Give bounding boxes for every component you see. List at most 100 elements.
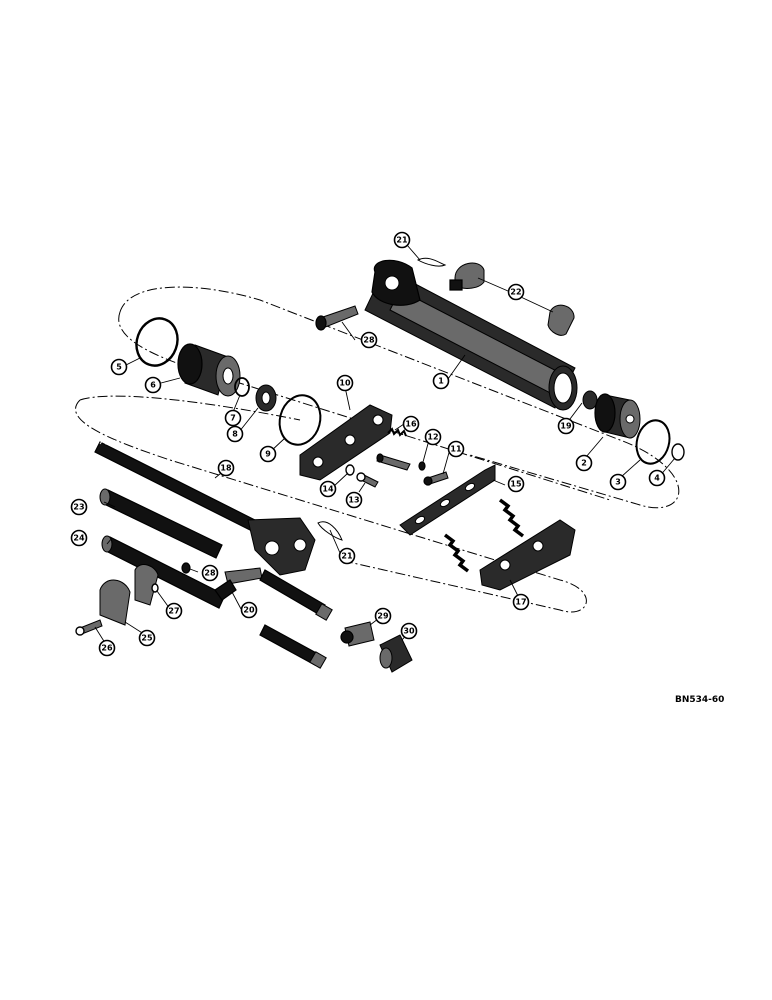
callout-11: 11 <box>447 440 465 458</box>
callout-29: 29 <box>374 607 392 625</box>
svg-text:30: 30 <box>403 627 415 636</box>
callout-28-lower: 28 <box>201 564 219 582</box>
callout-25: 25 <box>138 629 156 647</box>
cotter-pin-top <box>416 257 447 267</box>
washer <box>345 464 355 476</box>
svg-text:7: 7 <box>230 414 236 423</box>
callout-21-top: 21 <box>393 231 411 249</box>
lock-washer-small <box>418 461 426 471</box>
callout-24: 24 <box>70 529 88 547</box>
callout-23: 23 <box>70 498 88 516</box>
callout-8: 8 <box>226 425 244 443</box>
svg-text:17: 17 <box>515 598 526 607</box>
svg-text:5: 5 <box>116 363 122 372</box>
o-ring-large <box>278 394 322 446</box>
callout-5: 5 <box>110 358 128 376</box>
callout-3: 3 <box>609 473 627 491</box>
svg-text:25: 25 <box>141 634 153 643</box>
hose-upper <box>259 569 333 621</box>
o-ring-piston <box>135 317 179 367</box>
callout-10: 10 <box>336 374 354 392</box>
callout-1: 1 <box>432 372 450 390</box>
piston <box>177 343 241 397</box>
elbow-fitting-upper <box>449 262 485 291</box>
callout-4: 4 <box>648 469 666 487</box>
o-ring-gland <box>635 419 671 465</box>
callout-7: 7 <box>224 409 242 427</box>
valve-gasket <box>399 464 496 536</box>
svg-text:10: 10 <box>339 379 351 388</box>
svg-text:2: 2 <box>581 459 587 468</box>
hose-lower <box>259 624 327 669</box>
valve-spring <box>387 427 407 437</box>
valve-cover <box>299 404 393 481</box>
svg-text:18: 18 <box>220 464 232 473</box>
elbow-fitting-lower <box>547 304 575 336</box>
callout-28-top: 28 <box>360 331 378 349</box>
svg-text:13: 13 <box>348 496 359 505</box>
callout-12: 12 <box>424 428 442 446</box>
svg-text:1: 1 <box>438 377 444 386</box>
rod-wiper <box>671 443 685 461</box>
svg-text:20: 20 <box>243 606 255 615</box>
group-outline-cylinder <box>119 286 680 509</box>
svg-text:22: 22 <box>510 288 521 297</box>
svg-text:6: 6 <box>150 381 156 390</box>
callout-26: 26 <box>98 639 116 657</box>
hydraulic-tube-upper <box>99 488 223 559</box>
svg-text:16: 16 <box>405 420 417 429</box>
svg-text:19: 19 <box>560 422 572 431</box>
callout-30: 30 <box>400 622 418 640</box>
pipe-plug <box>181 562 191 574</box>
svg-text:11: 11 <box>450 445 462 454</box>
callout-21-lower: 21 <box>338 547 356 565</box>
svg-text:24: 24 <box>73 534 85 543</box>
callout-labels: 21 22 28 1 5 6 7 8 9 10 16 12 11 13 14 1… <box>70 231 666 657</box>
reference-code: BN534-60 <box>675 695 724 705</box>
clamp-washer <box>151 583 159 593</box>
cap-screw <box>356 472 379 488</box>
svg-text:21: 21 <box>341 552 353 561</box>
bolt-short <box>423 471 449 486</box>
callout-27: 27 <box>165 602 183 620</box>
clamp-bolt <box>75 619 103 636</box>
valve-body <box>443 498 576 591</box>
callout-9: 9 <box>259 445 277 463</box>
callout-22: 22 <box>507 283 525 301</box>
piston-nut <box>255 384 277 412</box>
svg-text:15: 15 <box>510 480 522 489</box>
callout-18: 18 <box>217 459 235 477</box>
adapter-fitting <box>340 621 375 647</box>
group-outline-valve-top <box>79 395 301 421</box>
valve-plunger <box>376 453 411 471</box>
svg-text:21: 21 <box>396 236 408 245</box>
svg-text:29: 29 <box>377 612 389 621</box>
svg-text:23: 23 <box>73 503 84 512</box>
cylinder-barrel <box>364 259 578 411</box>
callout-16: 16 <box>402 415 420 433</box>
piston-rod <box>94 439 316 576</box>
callout-19: 19 <box>557 417 575 435</box>
clevis-pin <box>315 305 359 331</box>
svg-text:3: 3 <box>615 478 621 487</box>
svg-text:27: 27 <box>168 607 179 616</box>
callout-14: 14 <box>319 480 337 498</box>
callout-6: 6 <box>144 376 162 394</box>
callout-17: 17 <box>512 593 530 611</box>
svg-text:26: 26 <box>101 644 113 653</box>
svg-text:4: 4 <box>654 474 660 483</box>
svg-text:28: 28 <box>204 569 216 578</box>
elbow-tube <box>214 567 263 601</box>
tube-clamp <box>99 564 159 626</box>
o-ring-small <box>234 377 250 397</box>
callout-13: 13 <box>345 491 363 509</box>
rod-nut <box>582 390 598 410</box>
svg-text:28: 28 <box>363 336 375 345</box>
group-outline-valve <box>75 399 587 613</box>
callout-15: 15 <box>507 475 525 493</box>
svg-text:9: 9 <box>265 450 271 459</box>
svg-text:14: 14 <box>322 485 334 494</box>
quick-coupling <box>379 634 413 673</box>
